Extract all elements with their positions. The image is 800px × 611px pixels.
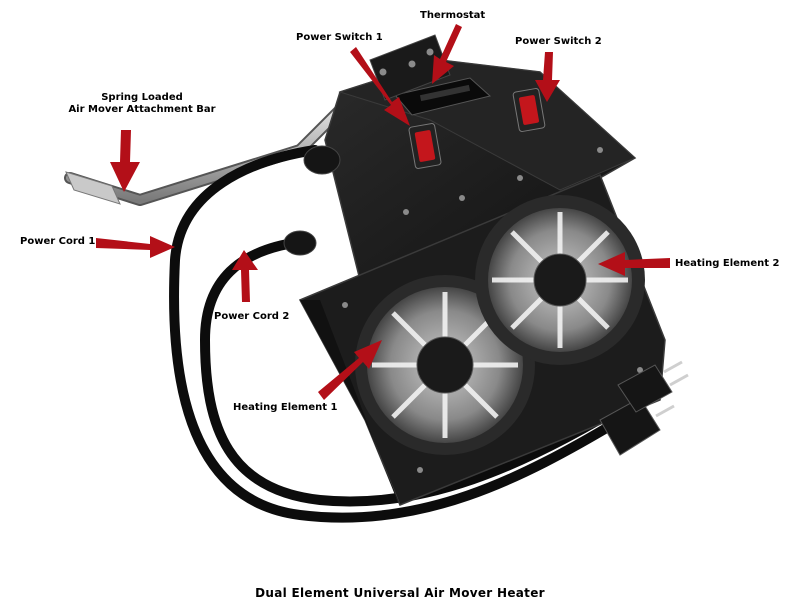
heating-coil-icon <box>475 195 645 365</box>
label-attachment-bar-line2: Air Mover Attachment Bar <box>68 104 216 115</box>
arrow-heating-element-2 <box>598 252 670 276</box>
label-power-cord-1: Power Cord 1 <box>20 236 96 247</box>
label-heating-element-1: Heating Element 1 <box>233 402 338 413</box>
arrow-power-switch-1 <box>350 47 410 126</box>
label-thermostat: Thermostat <box>420 10 486 21</box>
figure-caption: Dual Element Universal Air Mover Heater <box>255 586 545 600</box>
label-power-cord-2: Power Cord 2 <box>214 311 290 322</box>
label-attachment-bar: Spring Loaded Air Mover Attachment Bar <box>62 92 222 116</box>
power-cords <box>169 145 645 523</box>
label-attachment-bar-line1: Spring Loaded <box>101 92 183 103</box>
arrow-heating-element-1 <box>318 340 382 400</box>
arrow-attachment-bar <box>110 130 140 192</box>
power-switch-icon <box>408 123 442 169</box>
power-switch-icon <box>512 88 546 132</box>
power-plug-icon <box>617 360 689 413</box>
arrow-power-switch-2 <box>535 52 560 102</box>
thermostat-unit <box>394 77 492 116</box>
arrow-power-cord-1 <box>96 236 175 258</box>
arrow-thermostat <box>432 24 462 84</box>
label-power-switch-2: Power Switch 2 <box>515 36 602 47</box>
attachment-bar <box>64 104 346 206</box>
label-heating-element-2: Heating Element 2 <box>675 258 780 269</box>
callout-arrows <box>96 24 670 400</box>
label-power-switch-1: Power Switch 1 <box>296 32 383 43</box>
arrow-power-cord-2 <box>232 250 258 302</box>
